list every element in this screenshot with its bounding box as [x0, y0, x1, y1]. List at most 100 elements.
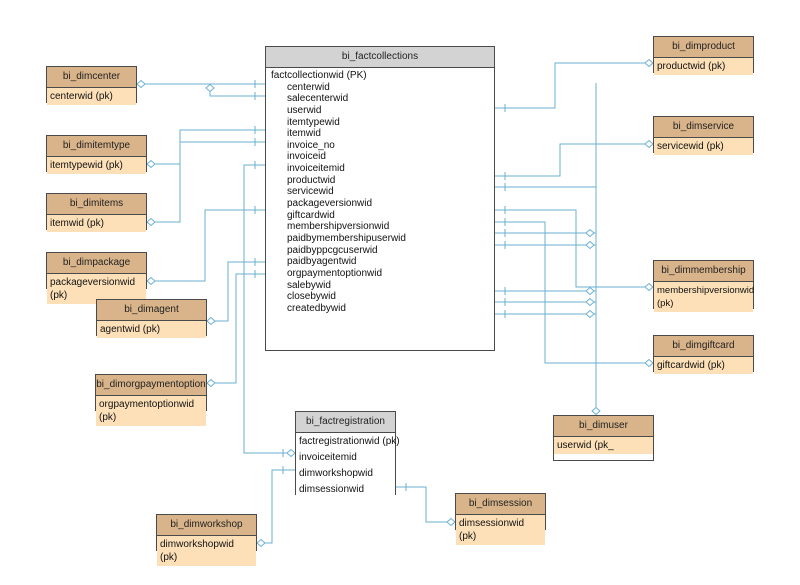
optional-many-marker-17 [585, 286, 595, 296]
rel-agent-line [207, 261, 265, 322]
primary-key-field: giftcardwid (pk) [654, 357, 753, 374]
entity-title: bi_factcollections [266, 47, 494, 68]
optional-many-marker-1 [205, 83, 215, 93]
field-membershipversionwid: membershipversionwid [287, 221, 390, 233]
field-dimsessionwid: dimsessionwid [299, 484, 365, 495]
entity-title: bi_dimpackage [47, 253, 146, 274]
entity-bi-dimitems[interactable]: bi_dimitems itemwid (pk) [46, 193, 147, 232]
rel-product-line [495, 62, 653, 109]
primary-key-field: centerwid (pk) [47, 88, 136, 105]
field-packageversionwid: packageversionwid [287, 198, 373, 210]
entity-bi-dimagent[interactable]: bi_dimagent agentwid (pk) [96, 299, 207, 338]
entity-title: bi_dimcenter [47, 67, 136, 88]
entity-bi-dimproduct[interactable]: bi_dimproduct productwid (pk) [653, 36, 754, 75]
optional-many-marker-6 [206, 378, 216, 388]
field-salebywid: salebywid [287, 279, 331, 291]
optional-many-marker-10 [644, 58, 654, 68]
entity-bi-dimworkshop[interactable]: bi_dimworkshop dimworkshopwid (pk) [156, 514, 257, 566]
entity-title: bi_dimuser [554, 416, 653, 437]
primary-key-field: productwid (pk) [654, 58, 753, 75]
primary-key-field: dimsessionwid (pk) [456, 515, 545, 545]
field-invoiceitemid: invoiceitemid [299, 452, 357, 463]
primary-key-field: factcollectionwid (PK) [271, 70, 367, 81]
entity-title: bi_dimorgpaymentoption [96, 375, 206, 396]
optional-many-marker-11 [644, 139, 654, 149]
primary-key-field: itemtypewid (pk) [47, 157, 146, 174]
field-dimworkshopwid: dimworkshopwid [299, 468, 373, 479]
primary-key-field: userwid (pk_ [554, 437, 653, 454]
entity-bi-dimpackage[interactable]: bi_dimpackage packageversionwid (pk) [46, 252, 147, 304]
field-centerwid: centerwid [287, 81, 330, 93]
rel-giftcard-line [495, 221, 653, 364]
entity-title: bi_dimworkshop [157, 515, 256, 536]
optional-many-marker-13 [644, 358, 654, 368]
entity-bi-dimcenter[interactable]: bi_dimcenter centerwid (pk) [46, 66, 137, 105]
optional-many-marker-0 [136, 79, 146, 89]
entity-title: bi_dimitems [47, 194, 146, 215]
field-salecenterwid: salecenterwid [287, 93, 349, 105]
rel-service-line [495, 143, 653, 177]
rel-salecenter-line [137, 83, 265, 97]
entity-bi-dimuser[interactable]: bi_dimuser userwid (pk_ [553, 415, 654, 461]
rel-session-line [396, 486, 455, 523]
entity-bi-dimsession[interactable]: bi_dimsession dimsessionwid (pk) [455, 493, 546, 545]
optional-many-marker-7 [286, 448, 296, 458]
field-paidbyppcgcuserwid: paidbyppcgcuserwid [287, 244, 378, 256]
optional-many-marker-9 [446, 517, 456, 527]
rel-workshop-line [257, 469, 295, 544]
rel-orgpayment-line [207, 273, 265, 384]
field-giftcardwid: giftcardwid [287, 209, 335, 221]
field-invoiceitemid: invoiceitemid [287, 163, 345, 175]
optional-many-marker-15 [585, 228, 595, 238]
entity-bi-dimorgpaymentoption[interactable]: bi_dimorgpaymentoption orgpaymentoptionw… [95, 374, 207, 426]
primary-key-field: dimworkshopwid (pk) [157, 536, 256, 566]
primary-key-field: itemwid (pk) [47, 215, 146, 232]
entity-bi-factcollections[interactable]: bi_factcollections factcollectionwid (PK… [265, 46, 495, 351]
field-itemtypewid: itemtypewid [287, 116, 340, 128]
field-itemwid: itemwid [287, 128, 321, 140]
entity-bi-dimmembership[interactable]: bi_dimmembership membershipversionwid (p… [653, 260, 754, 312]
optional-many-marker-5 [206, 316, 216, 326]
optional-many-marker-12 [644, 282, 654, 292]
optional-many-marker-3 [146, 217, 156, 227]
entity-title: bi_dimgiftcard [654, 336, 753, 357]
field-invoiceid: invoiceid [287, 151, 326, 163]
primary-key-field: factregistrationwid (pk) [299, 436, 400, 447]
field-closebywid: closebywid [287, 291, 336, 303]
entity-title: bi_dimagent [97, 300, 206, 321]
field-paidbymembershipuserwid: paidbymembershipuserwid [287, 232, 406, 244]
optional-many-marker-14 [591, 406, 601, 416]
rel-items-line [147, 141, 265, 223]
field-orgpaymentoptionwid: orgpaymentoptionwid [287, 267, 383, 279]
entity-bi-factregistration[interactable]: bi_factregistration factregistrationwid … [295, 411, 400, 499]
entity-title: bi_dimitemtype [47, 136, 146, 157]
optional-many-marker-8 [256, 538, 266, 548]
optional-many-marker-16 [585, 240, 595, 250]
entity-title: bi_factregistration [296, 412, 395, 433]
field-servicewid: servicewid [287, 186, 334, 198]
entity-bi-dimservice[interactable]: bi_dimservice servicewid (pk) [653, 116, 754, 155]
field-paidbyagentwid: paidbyagentwid [287, 256, 357, 268]
field-productwid: productwid [287, 174, 336, 186]
field-createdbywid: createdbywid [287, 302, 346, 314]
primary-key-field: agentwid (pk) [97, 321, 206, 338]
field-invoice-no: invoice_no [287, 139, 335, 151]
primary-key-field: membershipversionwid (pk) [654, 282, 754, 312]
optional-many-marker-2 [146, 159, 156, 169]
optional-many-marker-19 [585, 309, 595, 319]
rel-membership-line [495, 209, 653, 288]
entity-title: bi_dimmembership [654, 261, 753, 282]
entity-bi-dimitemtype[interactable]: bi_dimitemtype itemtypewid (pk) [46, 135, 147, 174]
primary-key-field: orgpaymentoptionwid (pk) [96, 396, 206, 426]
entity-title: bi_dimproduct [654, 37, 753, 58]
rel-itemtype-line [147, 129, 265, 165]
field-userwid: userwid [287, 104, 322, 116]
primary-key-field: servicewid (pk) [654, 138, 753, 155]
entity-bi-dimgiftcard[interactable]: bi_dimgiftcard giftcardwid (pk) [653, 335, 754, 374]
optional-many-marker-4 [146, 276, 156, 286]
rel-package-line [147, 209, 265, 282]
optional-many-marker-18 [585, 297, 595, 307]
entity-title: bi_dimsession [456, 494, 545, 515]
